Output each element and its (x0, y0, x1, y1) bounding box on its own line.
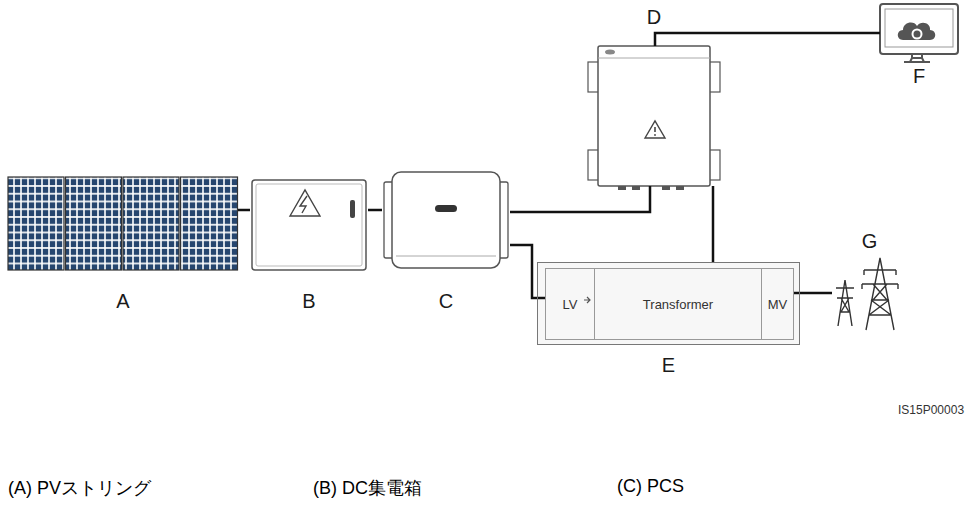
combiner-box (350, 200, 355, 218)
pv-panels (8, 177, 64, 270)
connector-line (238, 209, 250, 212)
pcs-unit (396, 256, 496, 257)
pcs-unit: C (382, 168, 510, 270)
monitor-icon (898, 23, 936, 40)
pv-panels (8, 177, 238, 270)
logger-unit (598, 58, 710, 59)
legend-caption-wrap: (C) PCS (617, 476, 684, 497)
combiner-box (300, 196, 307, 213)
combiner-box (252, 180, 366, 270)
combiner-box (252, 180, 366, 270)
compartment-label: MV (768, 297, 788, 312)
legend-caption: (C) PCS (617, 476, 684, 497)
pcs-unit (392, 172, 500, 268)
station-body (537, 262, 800, 345)
connector-line (510, 245, 545, 298)
logger-unit (598, 46, 710, 186)
figure-id-wrap: IS15P00003 (898, 403, 964, 417)
grid-towers (862, 258, 898, 330)
logger-unit (645, 121, 665, 138)
combiner-box (256, 184, 362, 266)
pv-panels (181, 177, 238, 270)
pv-panels (66, 177, 122, 270)
connector-line (655, 33, 880, 46)
pcs-unit (435, 205, 457, 212)
monitor-icon (885, 9, 953, 47)
logger-unit (618, 186, 626, 190)
callout-letter: G (832, 230, 907, 252)
callout-letter: A (8, 290, 238, 312)
monitor-icon (913, 30, 922, 39)
legend-caption: (B) DC集電箱 (313, 476, 422, 500)
combiner-box: B (250, 178, 368, 272)
logger-unit (662, 186, 670, 190)
combiner-box (290, 190, 320, 216)
monitor-node: F (880, 3, 958, 61)
station-body (537, 262, 800, 345)
callout-letter: C (382, 290, 510, 312)
monitor-icon (912, 54, 922, 58)
pv-panels (123, 177, 179, 270)
transformer-compartment: Transformer (594, 268, 762, 340)
logger-unit (654, 134, 656, 136)
pv-string: A (8, 177, 238, 270)
callout-letter: F (880, 65, 958, 87)
compartment-label: Transformer (643, 297, 713, 312)
connector-line (368, 209, 382, 212)
pcs-unit (384, 172, 508, 268)
legend-caption-wrap: (B) DC集電箱 (313, 476, 422, 500)
monitor-icon (880, 4, 958, 54)
callout-letter: B (250, 290, 368, 312)
logger-unit (588, 46, 720, 190)
legend-caption-wrap: (A) PVストリング (8, 476, 151, 500)
station-box: ELVTransformerMV (537, 262, 800, 345)
callout-letter: E (538, 354, 799, 376)
legend-caption: (A) PVストリング (8, 476, 151, 500)
figure-id: IS15P00003 (898, 403, 964, 417)
grid-towers (836, 258, 898, 330)
station-body (584, 297, 590, 303)
connector-line (510, 186, 650, 212)
logger-unit (676, 186, 684, 190)
compartment-label: LV (563, 297, 578, 312)
logger-unit (605, 50, 615, 55)
mv-compartment: MV (761, 268, 794, 340)
callout-letter: D (588, 6, 720, 28)
lv-compartment: LV (545, 268, 595, 340)
grid-towers (836, 280, 854, 326)
grid-node: G (832, 255, 907, 331)
logger-unit: D (588, 40, 720, 190)
connector-line (712, 186, 715, 262)
logger-unit (654, 127, 656, 132)
logger-unit (632, 186, 640, 190)
monitor-icon (880, 4, 958, 62)
